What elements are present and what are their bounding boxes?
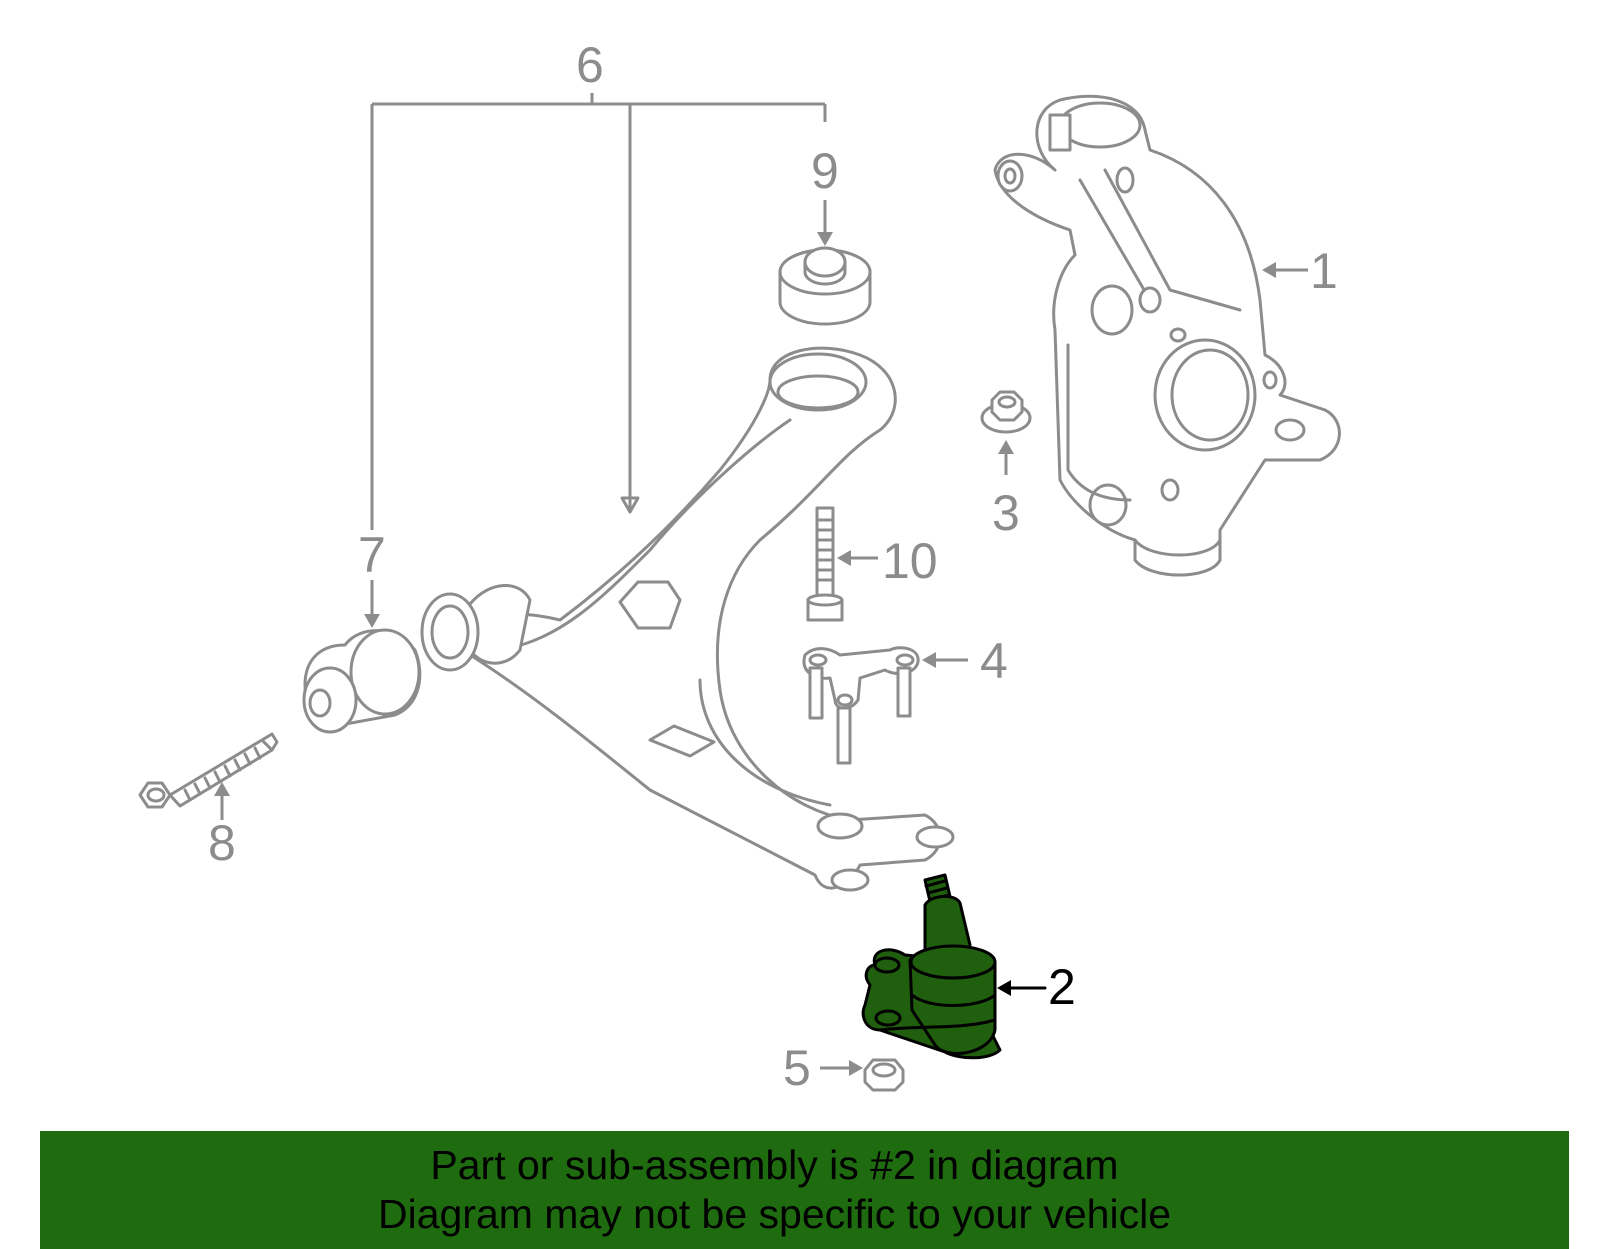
callout-1: 1: [1310, 243, 1338, 299]
callout-10: 10: [882, 533, 938, 589]
callout-9: 9: [811, 143, 839, 199]
bracket-part-4[interactable]: [802, 646, 968, 765]
info-banner: Part or sub-assembly is #2 in diagram Di…: [40, 1131, 1569, 1249]
callout-2: 2: [1048, 959, 1076, 1015]
callout-6-bracket: [370, 93, 827, 530]
bolt-part-8[interactable]: [138, 732, 279, 820]
callout-5: 5: [783, 1040, 811, 1096]
callout-4: 4: [980, 633, 1008, 689]
banner-line-part-number: Part or sub-assembly is #2 in diagram: [430, 1142, 1119, 1188]
bushing-part-9[interactable]: [778, 200, 872, 326]
knuckle-part-1[interactable]: [993, 94, 1341, 577]
control-arm-part-6[interactable]: [420, 346, 955, 892]
nut-part-5[interactable]: [820, 1058, 905, 1092]
banner-line-disclaimer: Diagram may not be specific to your vehi…: [377, 1191, 1171, 1237]
nut-part-3[interactable]: [980, 390, 1032, 475]
callout-3: 3: [992, 485, 1020, 541]
callout-6: 6: [576, 37, 604, 93]
bushing-part-7[interactable]: [302, 580, 422, 734]
ball-joint-part-2[interactable]: [861, 873, 1047, 1060]
callout-8: 8: [208, 815, 236, 871]
callout-7: 7: [358, 527, 386, 583]
bolt-part-10[interactable]: [806, 506, 878, 622]
